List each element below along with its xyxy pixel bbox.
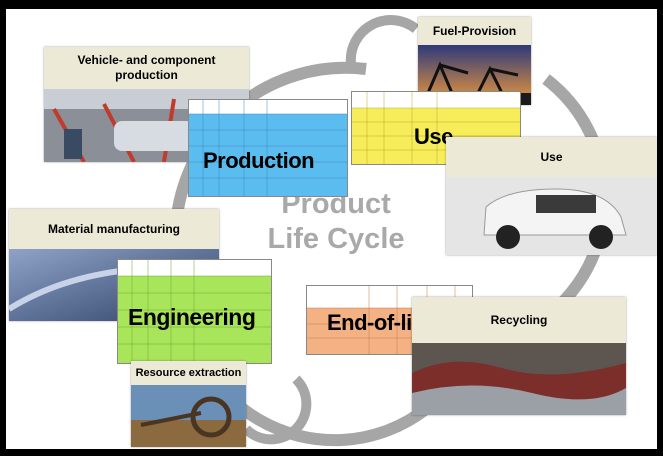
slide-canvas: Product Life Cycle Vehicle- and componen… [6,9,657,449]
production-table: Production [188,99,348,197]
material-label: Material manufacturing [9,209,219,249]
excavator-photo [131,385,246,447]
car-photo [446,177,657,255]
recycling-label: Recycling [412,297,626,343]
production-label: Vehicle- and component production [44,47,249,89]
recycling-card: Recycling [412,297,626,415]
production-table-title: Production [203,148,315,173]
use-label: Use [446,137,657,177]
engineering-table: Engineering [117,259,272,364]
cycle-arc-top [345,15,420,65]
cycle-arc-small [242,375,312,445]
scrap-cars-photo [412,343,626,415]
fuel-label: Fuel-Provision [418,17,531,45]
use-card: Use [446,137,657,255]
center-title-line2: Life Cycle [267,223,405,255]
resource-label: Resource extraction [131,361,246,385]
center-title: Product Life Cycle [236,187,436,257]
resource-card: Resource extraction [131,361,246,447]
engineering-table-title: Engineering [128,304,256,330]
